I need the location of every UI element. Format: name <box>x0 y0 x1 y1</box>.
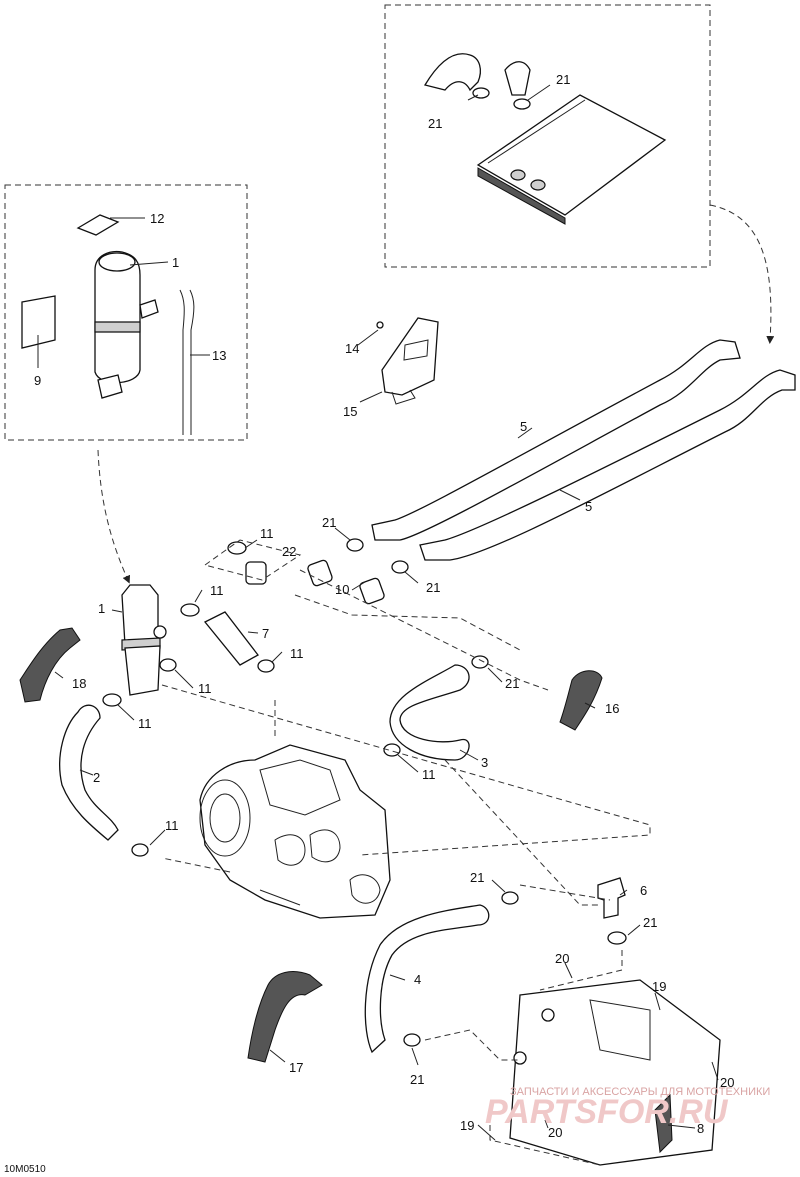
fitting-6 <box>597 877 626 919</box>
hose-4 <box>364 904 490 1054</box>
detail-box-reservoir <box>4 184 248 441</box>
callout-21-hose-lower: 21 <box>426 580 440 595</box>
hose-2 <box>59 704 119 841</box>
radiator-detail <box>423 53 667 225</box>
callout-21-top-left: 21 <box>428 116 442 131</box>
callout-6: 6 <box>640 883 647 898</box>
callout-21-bottom: 21 <box>410 1072 424 1087</box>
callout-11-b: 11 <box>210 583 224 598</box>
callout-11-g: 11 <box>165 818 179 833</box>
callout-5-lower: 5 <box>585 499 592 514</box>
callout-16: 16 <box>605 701 619 716</box>
deflector-bracket <box>376 317 439 405</box>
callout-19-bottom: 19 <box>460 1118 474 1133</box>
diagram-code: 10M0510 <box>4 1164 46 1175</box>
leader-lines <box>37 84 719 1141</box>
clamps <box>102 538 627 1047</box>
heat-exchanger-plate <box>509 979 721 1166</box>
radiator-hoses <box>371 339 796 561</box>
detail-arrow-radiator <box>709 204 775 344</box>
reservoir-detail <box>21 214 195 435</box>
callout-11-e: 11 <box>138 716 152 731</box>
callout-19-right: 19 <box>652 979 666 994</box>
callout-20-upper: 20 <box>555 951 569 966</box>
detail-box-radiator <box>384 4 711 268</box>
callout-11-f: 11 <box>422 767 436 782</box>
engine-block <box>199 744 391 919</box>
spiral-hose-18 <box>19 627 81 703</box>
callout-21-hose-upper: 21 <box>322 515 336 530</box>
callout-5-upper: 5 <box>520 419 527 434</box>
callout-8: 8 <box>697 1121 704 1136</box>
spiral-hose-16 <box>559 670 603 731</box>
callout-10: 10 <box>335 582 349 597</box>
callout-1: 1 <box>98 601 105 616</box>
callout-9: 9 <box>34 373 41 388</box>
callout-11-d: 11 <box>198 681 212 696</box>
callout-7: 7 <box>262 626 269 641</box>
coolant-reservoir <box>121 584 167 696</box>
callout-4: 4 <box>414 972 421 987</box>
watermark-line2: PARTSFOR.RU <box>485 1093 729 1131</box>
callout-11-c: 11 <box>290 646 304 661</box>
callout-20-right: 20 <box>720 1075 734 1090</box>
callout-21-lower: 21 <box>470 870 484 885</box>
callout-18: 18 <box>72 676 86 691</box>
callout-22: 22 <box>282 544 296 559</box>
spiral-hose-17 <box>247 971 323 1063</box>
hose-3 <box>389 664 470 761</box>
callout-15: 15 <box>343 404 357 419</box>
callout-2: 2 <box>93 770 100 785</box>
assembly-lines <box>161 539 651 1166</box>
hose-7 <box>203 611 259 666</box>
callout-12: 12 <box>150 211 164 226</box>
detail-arrow-reservoir <box>97 449 131 584</box>
callout-21-top-right: 21 <box>556 72 570 87</box>
callout-21-fitting: 21 <box>643 915 657 930</box>
callout-11-a: 11 <box>260 526 274 541</box>
watermark-line1: ЗАПЧАСТИ И АКСЕССУАРЫ ДЛЯ МОТОТЕХНИКИ <box>510 1086 770 1098</box>
callout-14: 14 <box>345 341 359 356</box>
callout-3: 3 <box>481 755 488 770</box>
callout-labels: 12 1 13 9 21 21 14 15 5 5 21 10 21 11 22… <box>34 72 734 1140</box>
callout-20-bottom: 20 <box>548 1125 562 1140</box>
callout-21-mid: 21 <box>505 676 519 691</box>
callout-13: 13 <box>212 348 226 363</box>
callout-1-detail: 1 <box>172 255 179 270</box>
callout-17: 17 <box>289 1060 303 1075</box>
